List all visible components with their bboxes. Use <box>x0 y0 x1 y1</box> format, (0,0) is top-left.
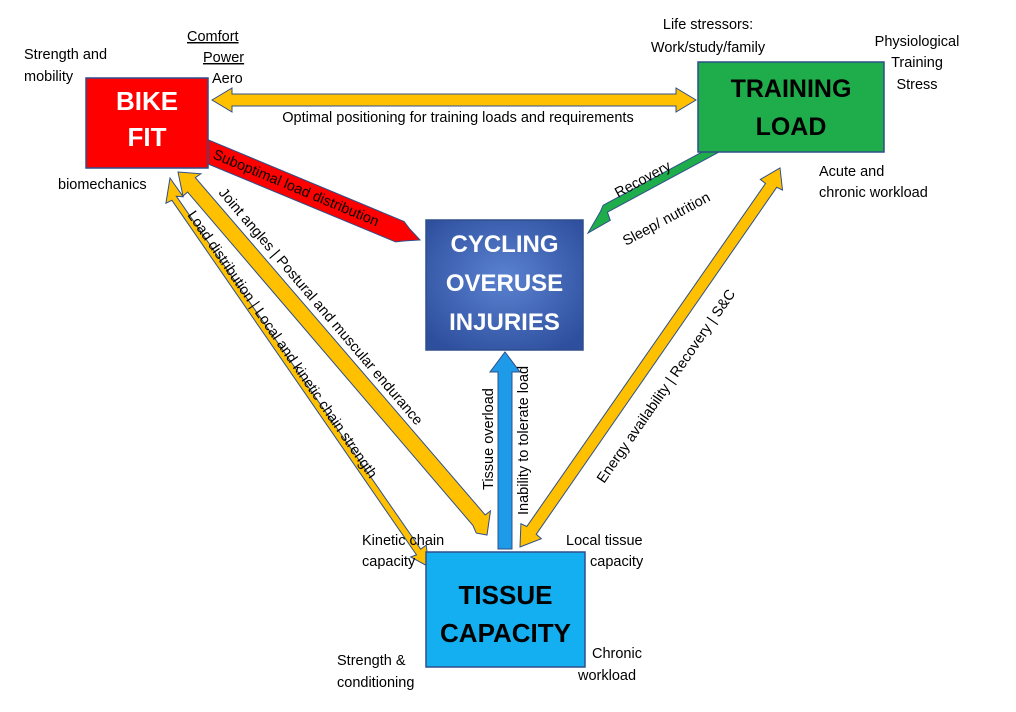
inability-label: Inability to tolerate load <box>516 366 532 515</box>
physiological-label-line1: Physiological <box>875 34 960 50</box>
bike-fit-box <box>85 77 209 169</box>
acute-chronic-label-line2: chronic workload <box>819 185 928 201</box>
energy-availability-arrow <box>519 167 784 548</box>
kinetic-chain-label-line1: Kinetic chain <box>362 533 444 549</box>
strength-mobility-label-line1: Strength and <box>24 47 107 63</box>
local-tissue-label-line1: Local tissue <box>566 533 643 549</box>
tissue-capacity-box <box>425 551 586 668</box>
recovery-arrow <box>586 144 723 235</box>
aero-label: Aero <box>212 71 243 87</box>
physiological-label-line3: Stress <box>896 77 937 93</box>
chronic-workload-label-line1: Chronic <box>592 646 642 662</box>
injuries-title-line1: CYCLING <box>451 231 559 258</box>
comfort-label: Comfort <box>187 29 239 45</box>
injuries-title-line3: INJURIES <box>449 309 560 336</box>
optimal-positioning-arrow <box>211 87 697 113</box>
life-stressors-label-line1: Life stressors: <box>663 17 753 33</box>
life-stressors-label-line2: Work/study/family <box>651 40 766 56</box>
energy-availability-label: Energy availability | Recovery | S&C <box>594 287 739 486</box>
physiological-label-line2: Training <box>891 55 943 71</box>
bike-fit-title-line1: BIKE <box>116 86 178 116</box>
tissue-overload-label: Tissue overload <box>481 388 497 490</box>
biomechanics-label: biomechanics <box>58 177 147 193</box>
tissue-title-line1: TISSUE <box>459 580 553 610</box>
strength-mobility-label-line2: mobility <box>24 69 74 85</box>
training-load-title-line1: TRAINING <box>731 75 852 103</box>
local-tissue-label-line2: capacity <box>590 554 644 570</box>
injuries-title-line2: OVERUSE <box>446 270 563 297</box>
training-load-title-line2: LOAD <box>756 113 827 141</box>
chronic-workload-label-line2: workload <box>577 668 636 684</box>
bike-fit-title-line2: FIT <box>128 122 167 152</box>
suboptimal-load-arrow <box>193 138 422 243</box>
optimal-positioning-label: Optimal positioning for training loads a… <box>282 110 633 126</box>
joint-angles-arrow <box>177 171 492 536</box>
strength-conditioning-label-line2: conditioning <box>337 675 414 691</box>
training-load-box <box>697 61 885 153</box>
sleep-nutrition-label: Sleep/ nutrition <box>620 190 713 250</box>
strength-conditioning-label-line1: Strength & <box>337 653 406 669</box>
tissue-overload-arrow <box>489 351 521 550</box>
tissue-title-line2: CAPACITY <box>440 618 571 648</box>
cycling-overuse-injuries-box <box>425 219 584 351</box>
acute-chronic-label-line1: Acute and <box>819 164 884 180</box>
power-label: Power <box>203 50 244 66</box>
kinetic-chain-label-line2: capacity <box>362 554 416 570</box>
